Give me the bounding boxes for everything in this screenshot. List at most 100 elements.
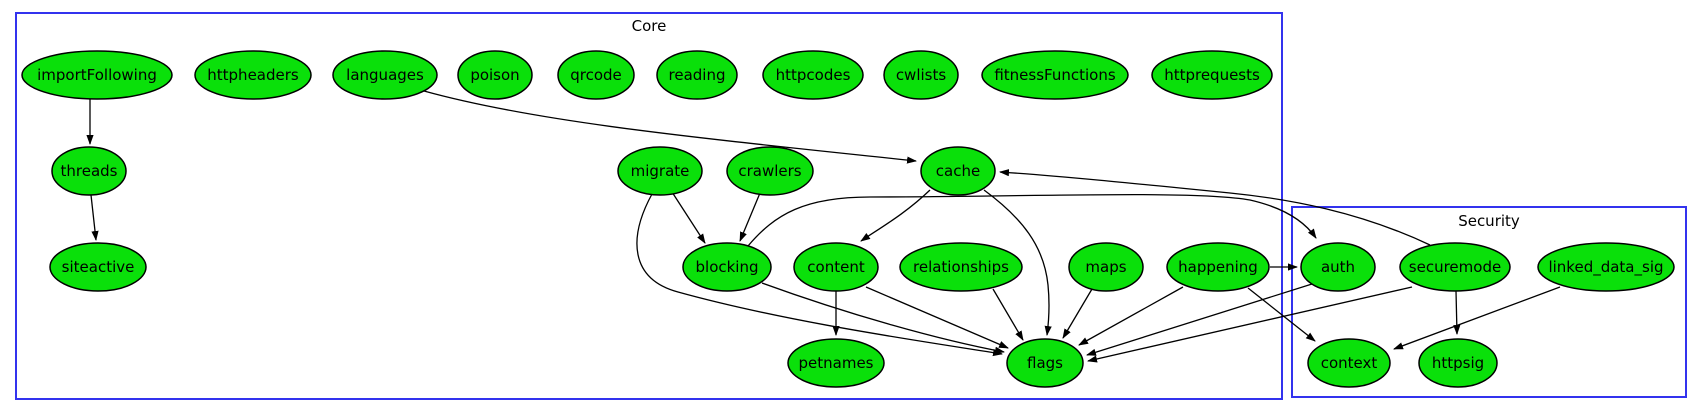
node-label-cwlists: cwlists xyxy=(896,66,947,84)
cluster-core xyxy=(15,12,1283,400)
node-shape-petnames xyxy=(787,338,885,388)
node-label-httpsig: httpsig xyxy=(1432,354,1484,372)
node-shape-relationships xyxy=(899,242,1023,292)
graph-node-content: content xyxy=(793,242,879,292)
node-label-httprequests: httprequests xyxy=(1164,66,1260,84)
edge-happening-to-flags xyxy=(1078,286,1184,346)
node-shape-context xyxy=(1307,338,1391,388)
edge-cache-to-content xyxy=(860,189,931,242)
graph-node-context: context xyxy=(1307,338,1391,388)
cluster-label-security: Security xyxy=(1458,212,1520,230)
cluster-security xyxy=(1291,206,1687,398)
graph-node-httpcodes: httpcodes xyxy=(762,50,864,100)
node-label-happening: happening xyxy=(1178,258,1258,276)
graph-node-threads: threads xyxy=(51,146,127,196)
node-shape-siteactive xyxy=(49,242,147,292)
node-label-importFollowing: importFollowing xyxy=(37,66,157,84)
edge-linked_data_sig-to-context xyxy=(1393,286,1561,350)
node-shape-poison xyxy=(457,50,533,100)
graph-node-relationships: relationships xyxy=(899,242,1023,292)
edge-migrate-to-flags xyxy=(636,193,1003,357)
node-shape-httpcodes xyxy=(762,50,864,100)
graph-node-siteactive: siteactive xyxy=(49,242,147,292)
node-label-languages: languages xyxy=(346,66,424,84)
node-label-poison: poison xyxy=(470,66,519,84)
edge-blocking-to-flags xyxy=(761,282,1005,354)
graph-node-crawlers: crawlers xyxy=(726,146,814,196)
node-label-securemode: securemode xyxy=(1409,258,1501,276)
node-label-maps: maps xyxy=(1085,258,1126,276)
graph-node-securemode: securemode xyxy=(1399,242,1511,292)
graph-node-blocking: blocking xyxy=(682,242,772,292)
graph-node-httpheaders: httpheaders xyxy=(194,50,312,100)
node-label-httpheaders: httpheaders xyxy=(207,66,299,84)
node-label-petnames: petnames xyxy=(799,354,874,372)
edge-happening-to-context xyxy=(1247,287,1316,342)
edge-relationships-to-flags xyxy=(992,288,1024,341)
node-label-context: context xyxy=(1321,354,1378,372)
cluster-label-core: Core xyxy=(632,17,667,35)
node-shape-threads xyxy=(51,146,127,196)
node-shape-httpsig xyxy=(1418,338,1498,388)
edge-maps-to-flags xyxy=(1062,288,1093,339)
graph-node-reading: reading xyxy=(656,50,738,100)
node-shape-fitnessFunctions xyxy=(981,50,1129,100)
node-label-siteactive: siteactive xyxy=(62,258,135,276)
graph-node-petnames: petnames xyxy=(787,338,885,388)
graph-node-migrate: migrate xyxy=(617,146,703,196)
graph-node-auth: auth xyxy=(1300,242,1376,292)
graph-node-httpsig: httpsig xyxy=(1418,338,1498,388)
node-shape-migrate xyxy=(617,146,703,196)
node-shape-httprequests xyxy=(1151,50,1273,100)
node-label-content: content xyxy=(807,258,865,276)
node-shape-auth xyxy=(1300,242,1376,292)
node-shape-importFollowing xyxy=(21,50,173,100)
node-label-flags: flags xyxy=(1027,354,1063,372)
node-label-auth: auth xyxy=(1321,258,1355,276)
node-shape-cwlists xyxy=(883,50,959,100)
graph-node-httprequests: httprequests xyxy=(1151,50,1273,100)
node-shape-languages xyxy=(332,50,438,100)
node-shape-maps xyxy=(1068,242,1144,292)
graph-node-importFollowing: importFollowing xyxy=(21,50,173,100)
node-shape-reading xyxy=(656,50,738,100)
node-shape-qrcode xyxy=(557,50,635,100)
node-label-httpcodes: httpcodes xyxy=(776,66,851,84)
node-shape-cache xyxy=(920,146,996,196)
graph-node-cache: cache xyxy=(920,146,996,196)
edge-languages-to-cache xyxy=(423,90,917,164)
edge-content-to-flags xyxy=(865,286,1009,349)
edge-crawlers-to-blocking xyxy=(739,192,761,242)
graph-node-qrcode: qrcode xyxy=(557,50,635,100)
edge-blocking-to-auth xyxy=(747,193,1317,247)
node-label-migrate: migrate xyxy=(631,162,690,180)
node-shape-linked_data_sig xyxy=(1537,242,1675,292)
node-label-fitnessFunctions: fitnessFunctions xyxy=(994,66,1115,84)
node-label-blocking: blocking xyxy=(696,258,759,276)
graph-node-cwlists: cwlists xyxy=(883,50,959,100)
graph-node-maps: maps xyxy=(1068,242,1144,292)
graph-node-linked_data_sig: linked_data_sig xyxy=(1537,242,1675,292)
node-shape-httpheaders xyxy=(194,50,312,100)
edge-securemode-to-flags xyxy=(1087,286,1413,363)
node-shape-content xyxy=(793,242,879,292)
node-label-reading: reading xyxy=(669,66,726,84)
edge-cache-to-flags xyxy=(983,189,1052,336)
edge-threads-to-siteactive xyxy=(90,194,99,241)
node-label-cache: cache xyxy=(936,162,980,180)
edge-securemode-to-cache xyxy=(999,169,1431,246)
node-shape-blocking xyxy=(682,242,772,292)
edge-layer xyxy=(86,90,1561,363)
graph-node-fitnessFunctions: fitnessFunctions xyxy=(981,50,1129,100)
node-label-crawlers: crawlers xyxy=(738,162,801,180)
edge-migrate-to-blocking xyxy=(671,191,706,244)
node-label-relationships: relationships xyxy=(913,258,1009,276)
node-label-threads: threads xyxy=(61,162,118,180)
graph-node-languages: languages xyxy=(332,50,438,100)
node-shape-crawlers xyxy=(726,146,814,196)
graph-node-flags: flags xyxy=(1006,338,1084,388)
node-shape-happening xyxy=(1166,242,1270,292)
